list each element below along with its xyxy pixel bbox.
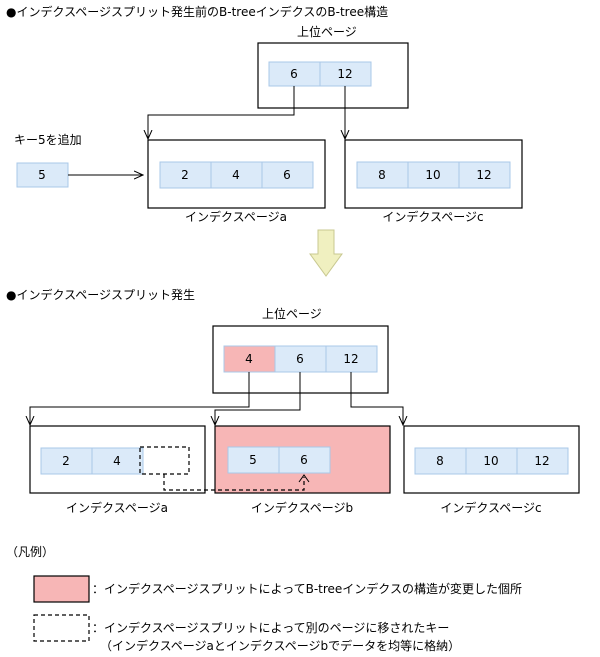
add-key-label: キー5を追加 — [14, 132, 82, 147]
page-c-key-cell — [465, 447, 518, 475]
page-a-key-cell — [261, 161, 314, 189]
upper-key: 6 — [290, 67, 298, 81]
legend-changed-text: ：インデクスページスプリットによってB-treeインデクスの構造が変更した個所 — [92, 581, 522, 596]
upper-key: 12 — [337, 67, 352, 81]
pointer-to-page-c-2 — [350, 372, 403, 425]
page-a-key-cell — [91, 447, 144, 475]
upper-key: 12 — [343, 352, 358, 366]
legend-moved-text-1: ：インデクスページスプリットによって別のページに移されたキー — [92, 620, 449, 635]
new-key-cell — [16, 162, 69, 188]
page-c-key: 8 — [436, 454, 444, 468]
page-b-key: 5 — [249, 453, 257, 467]
key-move-arrowhead-icon — [298, 474, 310, 483]
upper-key-cell — [268, 61, 321, 87]
page-c-key: 12 — [476, 168, 491, 182]
section2-title: ●インデクスページスプリット発生 — [6, 287, 195, 302]
page-b-key-cell — [278, 446, 331, 474]
page-a-key: 4 — [113, 454, 121, 468]
page-a-label-2: インデクスページa — [66, 500, 168, 515]
upper-key-cell — [274, 345, 327, 373]
pointer-to-page-a — [148, 86, 295, 139]
new-key: 5 — [38, 168, 46, 182]
page-c-key-cell — [356, 161, 409, 189]
pointer-to-page-a-2 — [30, 372, 250, 425]
upper-key-cell — [325, 345, 378, 373]
page-c-label-2: インデクスページc — [440, 500, 541, 515]
page-c-label-1: インデクスページc — [382, 209, 483, 224]
legend-moved-text-2: （インデクスページaとインデクスページbでデータを均等に格納） — [100, 638, 460, 653]
page-a-key: 2 — [181, 168, 189, 182]
key-move-path — [163, 474, 305, 491]
upper-key: 4 — [245, 352, 253, 366]
section1-title: ●インデクスページスプリット発生前のB-treeインデクスのB-tree構造 — [6, 4, 388, 19]
legend-changed-swatch — [33, 575, 90, 603]
page-a-key-cell — [159, 161, 212, 189]
upper-key-cell-changed — [223, 345, 276, 373]
pointer-to-page-b — [215, 372, 301, 425]
legend-moved-swatch — [33, 614, 90, 642]
page-c-key: 10 — [425, 168, 440, 182]
page-b-key: 6 — [300, 453, 308, 467]
upper-page-label-2: 上位ページ — [262, 306, 322, 321]
page-a-key: 4 — [232, 168, 240, 182]
legend-title: （凡例） — [6, 545, 54, 559]
upper-page-label-1: 上位ページ — [297, 24, 357, 39]
transition-arrow-icon — [309, 229, 343, 277]
upper-key: 6 — [296, 352, 304, 366]
page-b-label: インデクスページb — [251, 500, 353, 515]
page-c-key-cell — [458, 161, 511, 189]
page-c-key-cell — [516, 447, 569, 475]
page-a-key-cell — [40, 447, 93, 475]
page-c-key: 10 — [483, 454, 498, 468]
page-a-key: 6 — [283, 168, 291, 182]
page-c-key: 8 — [378, 168, 386, 182]
page-c-key-cell — [407, 161, 460, 189]
page-b-key-cell — [227, 446, 280, 474]
page-c-key: 12 — [534, 454, 549, 468]
page-a-label-1: インデクスページa — [185, 209, 287, 224]
page-a-key: 2 — [62, 454, 70, 468]
